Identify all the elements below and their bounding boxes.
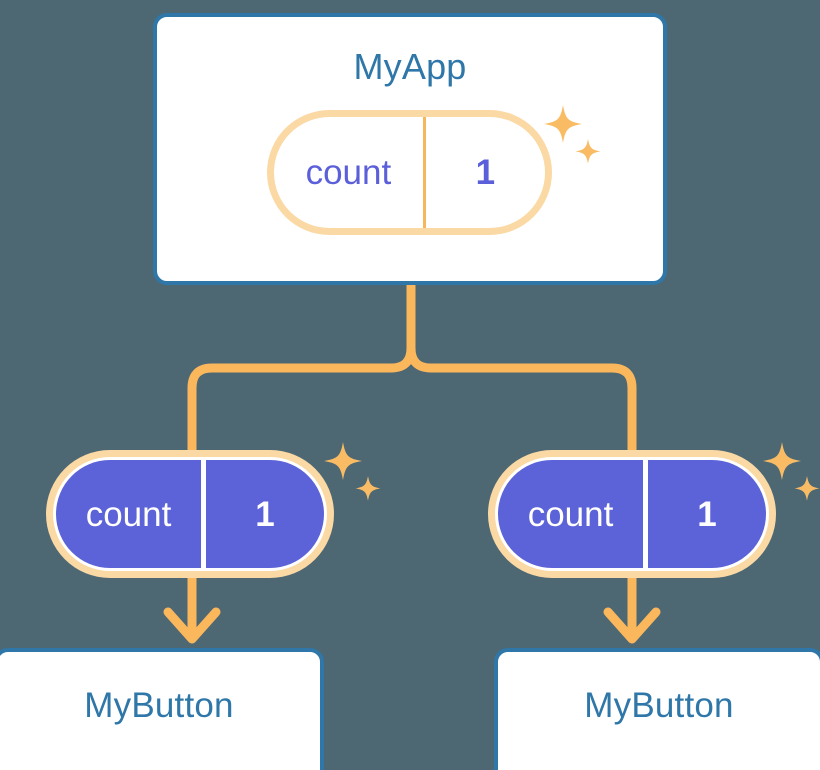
state-pill-inner-left: count 1 — [56, 460, 324, 568]
state-pill-ring-left: count 1 — [53, 457, 327, 571]
arrow-right-state-to-button — [603, 576, 661, 644]
state-pill-body: count 1 — [274, 117, 545, 228]
state-value-label-right: 1 — [697, 494, 717, 534]
state-pill-body-left: count 1 — [53, 457, 327, 571]
state-value-label-left: 1 — [255, 494, 275, 534]
state-key-label-right: count — [498, 460, 649, 568]
state-pill-inner-right: count 1 — [498, 460, 766, 568]
sparkle-small-icon — [355, 476, 381, 501]
state-pill-ring-right: count 1 — [495, 457, 769, 571]
component-title-mybutton-left: MyButton — [84, 685, 234, 725]
component-title-mybutton-right: MyButton — [584, 685, 734, 725]
component-card-mybutton-right[interactable]: MyButton — [494, 648, 820, 770]
sparkle-small-icon — [794, 476, 820, 501]
state-pill-myapp[interactable]: count 1 — [267, 110, 552, 235]
state-pill-ring: count 1 — [274, 117, 545, 228]
component-title-myapp: MyApp — [353, 46, 467, 87]
state-value-label: 1 — [475, 153, 496, 192]
state-pill-left[interactable]: count 1 — [46, 450, 334, 578]
state-key-label: count — [274, 117, 426, 228]
state-key-label-left: count — [56, 460, 207, 568]
sparkle-large-icon — [324, 442, 362, 480]
edge-root-to-children-right — [406, 278, 637, 457]
sparkle-large-icon — [763, 442, 801, 480]
arrow-left-state-to-button — [163, 576, 221, 644]
state-pill-body-right: count 1 — [495, 457, 769, 571]
state-pill-right[interactable]: count 1 — [488, 450, 776, 578]
component-card-mybutton-left[interactable]: MyButton — [0, 648, 324, 770]
edge-root-to-children — [187, 278, 416, 457]
